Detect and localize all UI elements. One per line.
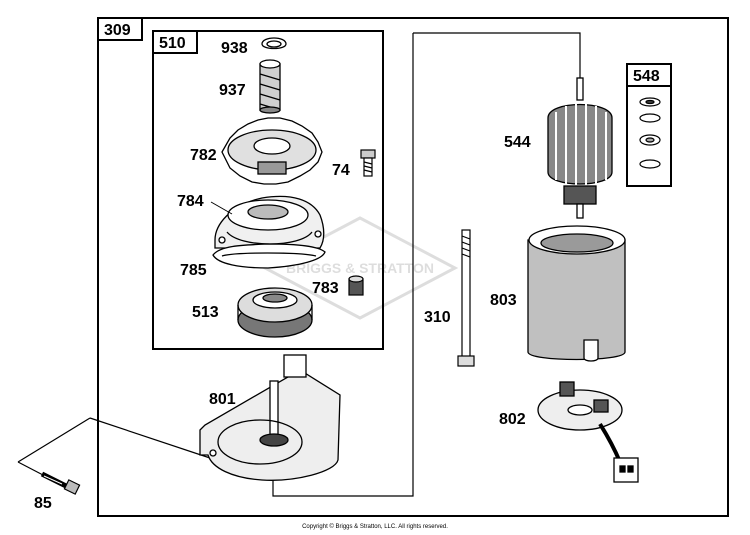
drive-end-cap-801 [199,354,341,481]
part-label-513: 513 [192,304,219,321]
bolt-85 [40,471,81,495]
drive-screw-937 [259,59,281,114]
subassembly-510-tag [152,30,198,54]
svg-text:BRIGGS & STRATTON: BRIGGS & STRATTON [286,260,434,276]
part-label-803: 803 [490,292,517,309]
armature-544 [547,77,613,219]
part-label-784: 784 [177,193,204,210]
part-label-85: 85 [34,495,52,512]
part-label-937: 937 [219,82,246,99]
assembly-309-frame [97,17,729,517]
copyright-footer: Copyright © Briggs & Stratton, LLC. All … [302,524,448,530]
subassembly-510-frame [152,30,384,350]
washer-kit-548 [639,97,661,169]
part-label-938: 938 [221,40,248,57]
subassembly-510-label: 510 [159,35,186,52]
pinion-gear-782 [221,117,323,185]
brush-plate-802 [537,381,639,483]
assembly-309-tag [97,17,143,41]
part-label-544: 544 [504,134,531,151]
drive-cover-784 [214,195,325,249]
nut-783 [348,275,364,296]
part-label-310: 310 [424,309,451,326]
assembly-309-label: 309 [104,22,131,39]
field-housing-803 [527,225,626,362]
part-label-785: 785 [180,262,207,279]
watermark-logo: BRIGGS & STRATTON [261,216,459,320]
kit-548-tag [626,63,672,87]
screw-74 [360,149,376,177]
ring-gear-513 [237,287,313,338]
part-label-801: 801 [209,391,236,408]
retaining-ring-938 [261,37,287,50]
part-label-802: 802 [499,411,526,428]
assembly-connector-lines [17,32,581,497]
leader-784 [210,201,233,215]
part-label-74: 74 [332,162,350,179]
part-label-782: 782 [190,147,217,164]
kit-548-label: 548 [633,68,660,85]
gasket-785 [212,243,326,269]
through-bolt-310 [457,229,475,367]
part-label-783: 783 [312,280,339,297]
